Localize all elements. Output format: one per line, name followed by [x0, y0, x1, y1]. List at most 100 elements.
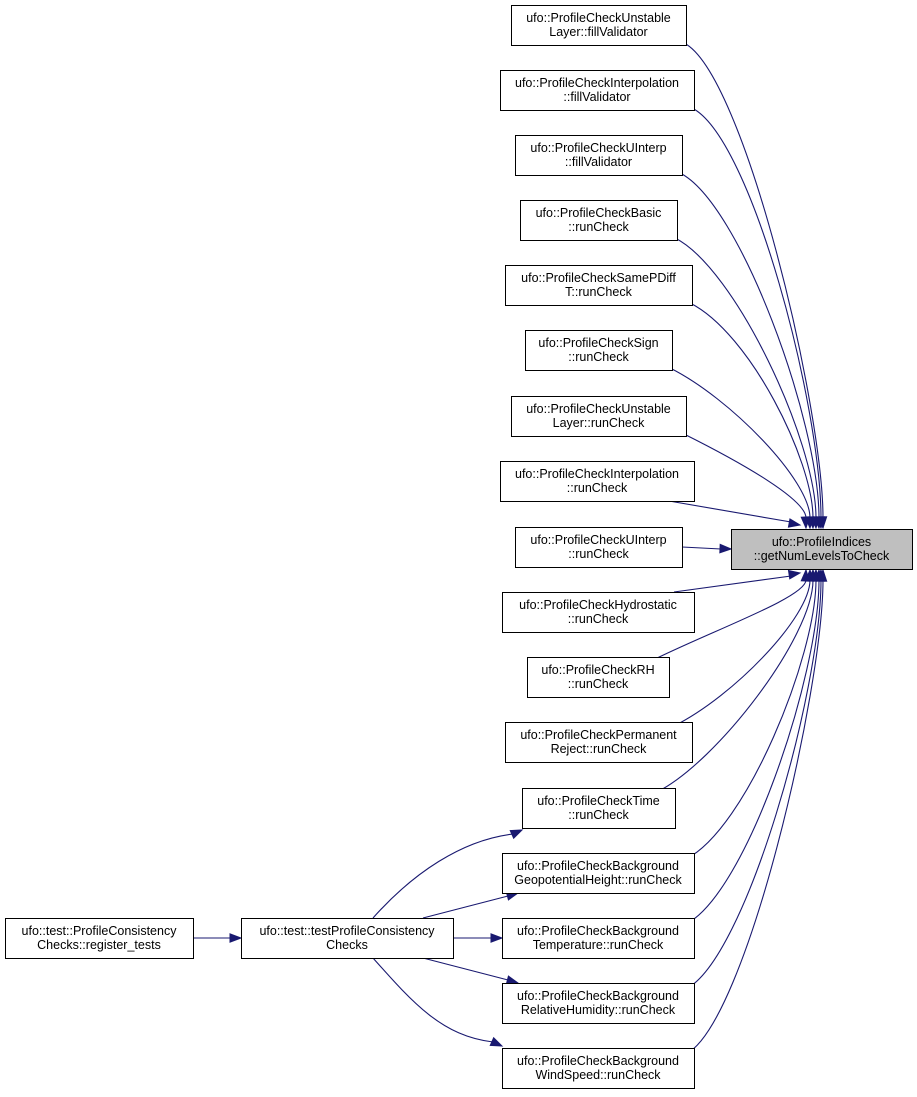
node-box[interactable] — [505, 265, 693, 306]
edge-line — [650, 579, 807, 662]
node-label-line: ufo::ProfileCheckTime — [537, 794, 660, 808]
edge-c6-to-target — [669, 367, 815, 530]
target-node[interactable]: ufo::ProfileIndices::getNumLevelsToCheck — [731, 529, 913, 570]
edge-t1-to-c13 — [372, 829, 524, 919]
node-box[interactable] — [500, 461, 695, 502]
node-label-line: ::fillValidator — [563, 90, 630, 104]
node-box[interactable] — [500, 70, 695, 111]
edge-line — [372, 957, 494, 1043]
node-label-line: ::runCheck — [568, 612, 629, 626]
edge-c16-to-target — [685, 568, 826, 990]
caller-node-c16[interactable]: ufo::ProfileCheckBackgroundRelativeHumid… — [502, 983, 695, 1024]
caller-node-c4[interactable]: ufo::ProfileCheckBasic::runCheck — [520, 200, 678, 241]
nodes-layer: ufo::ProfileCheckUnstableLayer::fillVali… — [5, 5, 913, 1089]
node-label-line: Checks — [326, 938, 368, 952]
arrowhead-icon — [787, 569, 802, 580]
node-box[interactable] — [505, 722, 693, 763]
node-label-line: ufo::ProfileCheckUnstable — [526, 11, 671, 25]
edge-c14-to-target — [685, 568, 821, 860]
node-label-line: Reject::runCheck — [551, 742, 648, 756]
node-label-line: ::getNumLevelsToCheck — [754, 549, 890, 563]
edges-layer — [193, 42, 828, 1055]
node-label-line: ::runCheck — [568, 350, 629, 364]
caller-node-c15[interactable]: ufo::ProfileCheckBackgroundTemperature::… — [502, 918, 695, 959]
node-box[interactable] — [525, 330, 673, 371]
edge-line — [691, 107, 822, 519]
caller-node-c10[interactable]: ufo::ProfileCheckHydrostatic::runCheck — [502, 592, 695, 633]
node-label-line: ::fillValidator — [565, 155, 632, 169]
node-box[interactable] — [511, 396, 687, 437]
node-box[interactable] — [522, 788, 676, 829]
edge-t1-to-c15 — [453, 933, 504, 943]
arrowhead-icon — [490, 933, 504, 943]
edge-t1-to-c16 — [422, 957, 520, 985]
caller-node-c1[interactable]: ufo::ProfileCheckUnstableLayer::fillVali… — [511, 5, 687, 46]
node-label-line: ufo::ProfileCheckBackground — [517, 989, 679, 1003]
node-box[interactable] — [520, 200, 678, 241]
arrowhead-icon — [229, 933, 243, 943]
node-label-line: ufo::ProfileCheckHydrostatic — [519, 598, 677, 612]
caller-node-c6[interactable]: ufo::ProfileCheckSign::runCheck — [525, 330, 673, 371]
node-label-line: Checks::register_tests — [37, 938, 161, 952]
edge-c9-to-target — [681, 543, 733, 554]
node-box[interactable] — [515, 527, 683, 568]
node-box[interactable] — [527, 657, 670, 698]
caller-node-c12[interactable]: ufo::ProfileCheckPermanentReject::runChe… — [505, 722, 693, 763]
edge-c7-to-target — [683, 433, 811, 530]
edge-t1-to-c14 — [422, 891, 520, 919]
node-label-line: GeopotentialHeight::runCheck — [514, 873, 682, 887]
node-label-line: ufo::test::testProfileConsistency — [259, 924, 435, 938]
node-label-line: ufo::ProfileCheckUInterp — [530, 141, 666, 155]
node-box[interactable] — [502, 853, 695, 894]
edge-line — [656, 579, 814, 793]
edge-line — [681, 546, 722, 550]
node-label-line: Layer::fillValidator — [549, 25, 647, 39]
edge-line — [673, 575, 792, 593]
edge-line — [372, 833, 514, 919]
edge-line — [685, 579, 817, 860]
edge-line — [422, 895, 509, 919]
arrowhead-icon — [509, 829, 524, 840]
node-box[interactable] — [502, 1048, 695, 1089]
edge-line — [669, 367, 811, 519]
caller-node-c9[interactable]: ufo::ProfileCheckUInterp::runCheck — [515, 527, 683, 568]
node-label-line: ufo::ProfileCheckSign — [538, 336, 658, 350]
node-label-line: ufo::ProfileCheckPermanent — [520, 728, 677, 742]
node-label-line: WindSpeed::runCheck — [535, 1068, 661, 1082]
node-box[interactable] — [502, 592, 695, 633]
arrowhead-icon — [800, 516, 811, 530]
node-box[interactable] — [502, 918, 695, 959]
edge-line — [683, 433, 807, 519]
caller-node-c11[interactable]: ufo::ProfileCheckRH::runCheck — [527, 657, 670, 698]
edge-line — [668, 500, 792, 523]
node-label-line: ufo::ProfileCheckBackground — [517, 1054, 679, 1068]
node-label-line: ufo::ProfileCheckBackground — [517, 924, 679, 938]
caller-node-c14[interactable]: ufo::ProfileCheckBackgroundGeopotentialH… — [502, 853, 695, 894]
node-label-line: ufo::ProfileCheckRH — [541, 663, 654, 677]
caller-node-c17[interactable]: ufo::ProfileCheckBackgroundWindSpeed::ru… — [502, 1048, 695, 1089]
edge-c5-to-target — [689, 302, 818, 530]
register-tests-node[interactable]: ufo::test::ProfileConsistencyChecks::reg… — [5, 918, 194, 959]
node-label-line: ::runCheck — [568, 220, 629, 234]
caller-node-c2[interactable]: ufo::ProfileCheckInterpolation::fillVali… — [500, 70, 695, 111]
node-label-line: ufo::ProfileCheckInterpolation — [515, 76, 679, 90]
node-box[interactable] — [502, 983, 695, 1024]
edge-c10-to-target — [673, 569, 802, 593]
node-box[interactable] — [5, 918, 194, 959]
node-box[interactable] — [511, 5, 687, 46]
node-label-line: Temperature::runCheck — [533, 938, 664, 952]
node-box[interactable] — [731, 529, 913, 570]
caller-node-c8[interactable]: ufo::ProfileCheckInterpolation::runCheck — [500, 461, 695, 502]
edge-r1-to-t1 — [193, 933, 243, 943]
node-label-line: ::runCheck — [568, 677, 629, 691]
node-box[interactable] — [241, 918, 454, 959]
caller-node-c13[interactable]: ufo::ProfileCheckTime::runCheck — [522, 788, 676, 829]
node-label-line: T::runCheck — [565, 285, 632, 299]
caller-node-c3[interactable]: ufo::ProfileCheckUInterp::fillValidator — [515, 135, 683, 176]
node-box[interactable] — [515, 135, 683, 176]
edge-t1-to-c17 — [372, 957, 504, 1047]
